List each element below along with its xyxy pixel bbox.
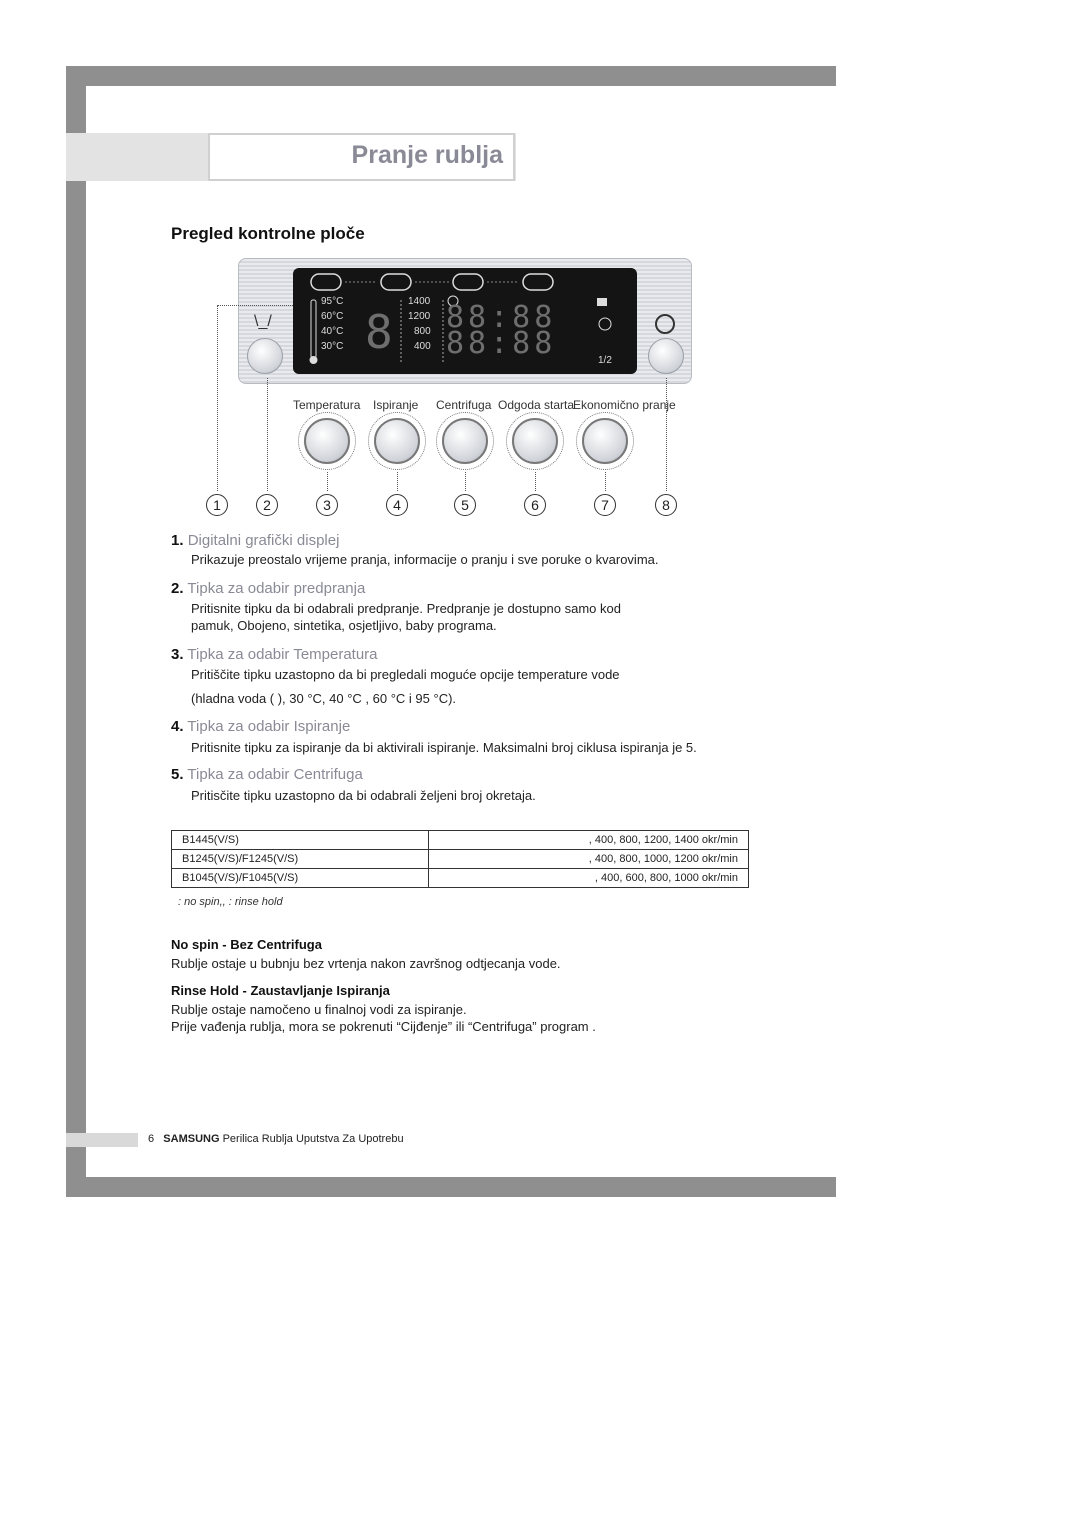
item-number: 1. bbox=[171, 532, 184, 549]
eco-wash-ring bbox=[576, 412, 634, 470]
item-heading-2: 2. Tipka za odabir predpranja bbox=[171, 580, 365, 597]
callout-6: 6 bbox=[524, 494, 546, 516]
time-digits-top: 88:88 bbox=[446, 300, 557, 335]
leader-line bbox=[217, 305, 218, 491]
delay-start-ring bbox=[506, 412, 564, 470]
table-row: B1245(V/S)/F1245(V/S) , 400, 800, 1000, … bbox=[170, 849, 749, 869]
leader-line bbox=[327, 472, 328, 491]
label-temperatura: Temperatura bbox=[293, 398, 361, 412]
rinse-hold-text: Rublje ostaje namočeno u finalnoj vodi z… bbox=[171, 1002, 467, 1017]
model-cell: B1045(V/S)/F1045(V/S) bbox=[170, 868, 430, 888]
spin-1200: 1200 bbox=[408, 311, 431, 322]
spin-ring bbox=[436, 412, 494, 470]
item-text: Pritisčite tipku uzastopno da bi odabral… bbox=[191, 788, 536, 803]
spin-800: 800 bbox=[414, 326, 431, 337]
digital-display bbox=[293, 268, 637, 374]
model-cell: B1245(V/S)/F1245(V/S) bbox=[170, 849, 430, 869]
prewash-icon: \_/ bbox=[254, 313, 272, 330]
item-title: Tipka za odabir Temperatura bbox=[187, 646, 378, 663]
time-digits-bottom: 88:88 bbox=[446, 326, 557, 361]
prewash-button[interactable] bbox=[247, 338, 283, 374]
leader-line bbox=[397, 472, 398, 491]
leader-line bbox=[666, 378, 667, 491]
display-cycle-icons bbox=[309, 273, 612, 364]
power-button[interactable] bbox=[648, 338, 684, 374]
callout-2: 2 bbox=[256, 494, 278, 516]
no-spin-text: Rublje ostaje u bubnju bez vrtenja nakon… bbox=[171, 956, 561, 971]
item-heading-1: 1. Digitalni grafički displej bbox=[171, 532, 339, 549]
title-box: Pranje rublja bbox=[208, 133, 515, 181]
eco-wash-button[interactable] bbox=[582, 418, 628, 464]
callout-7: 7 bbox=[594, 494, 616, 516]
page-title: Pranje rublja bbox=[351, 141, 503, 169]
spin-1400: 1400 bbox=[408, 296, 431, 307]
item-heading-3: 3. Tipka za odabir Temperatura bbox=[171, 646, 378, 663]
table-row: B1045(V/S)/F1045(V/S) , 400, 600, 800, 1… bbox=[170, 868, 749, 888]
rinse-button[interactable] bbox=[374, 418, 420, 464]
item-text: Pritisnite tipku za ispiranje da bi akti… bbox=[191, 740, 697, 755]
label-ispiranje: Ispiranje bbox=[373, 398, 419, 412]
speed-cell: , 400, 800, 1000, 1200 okr/min bbox=[428, 849, 749, 869]
page-frame-top bbox=[66, 66, 836, 86]
table-row: B1445(V/S) , 400, 800, 1200, 1400 okr/mi… bbox=[170, 830, 749, 850]
item-number: 2. bbox=[171, 580, 184, 597]
section-title: Pregled kontrolne ploče bbox=[171, 224, 365, 243]
delay-start-button[interactable] bbox=[512, 418, 558, 464]
item-text: Prikazuje preostalo vrijeme pranja, info… bbox=[191, 552, 659, 567]
item-number: 5. bbox=[171, 766, 184, 783]
no-spin-title: No spin - Bez Centrifuga bbox=[171, 937, 322, 952]
item-title: Tipka za odabir predpranja bbox=[187, 580, 366, 597]
callout-3: 3 bbox=[316, 494, 338, 516]
leader-line bbox=[605, 472, 606, 491]
item-title: Tipka za odabir Ispiranje bbox=[187, 718, 351, 735]
temp-60: 60°C bbox=[321, 311, 344, 322]
leader-line bbox=[535, 472, 536, 491]
legend-note: : no spin,, : rinse hold bbox=[178, 896, 283, 908]
speed-cell: , 400, 600, 800, 1000 okr/min bbox=[428, 868, 749, 888]
temperature-ring bbox=[298, 412, 356, 470]
label-centrifuga: Centrifuga bbox=[436, 398, 492, 412]
item-title: Tipka za odabir Centrifuga bbox=[187, 766, 363, 783]
spin-button[interactable] bbox=[442, 418, 488, 464]
item-text: Pritiščite tipku uzastopno da bi pregled… bbox=[191, 667, 620, 682]
page-frame-left bbox=[66, 66, 86, 1197]
item-text: pamuk, Obojeno, sintetika, osjetljivo, b… bbox=[191, 618, 497, 633]
callout-5: 5 bbox=[454, 494, 476, 516]
temp-40: 40°C bbox=[321, 326, 344, 337]
item-number: 3. bbox=[171, 646, 184, 663]
speed-cell: , 400, 800, 1200, 1400 okr/min bbox=[428, 830, 749, 850]
eco-face-icon bbox=[655, 314, 675, 334]
item-heading-4: 4. Tipka za odabir Ispiranje bbox=[171, 718, 350, 735]
page-footer: 6 SAMSUNG Perilica Rublja Uputstva Za Up… bbox=[148, 1133, 404, 1145]
rinse-hold-text: Prije vađenja rublja, mora se pokrenuti … bbox=[171, 1019, 596, 1034]
item-number: 4. bbox=[171, 718, 184, 735]
label-ekonomicno-pranje: Ekonomično pranje bbox=[573, 398, 676, 412]
item-heading-5: 5. Tipka za odabir Centrifuga bbox=[171, 766, 363, 783]
item-text: (hladna voda ( ), 30 °C, 40 °C , 60 °C i… bbox=[191, 691, 457, 706]
leader-line bbox=[465, 472, 466, 491]
temp-95: 95°C bbox=[321, 296, 344, 307]
temperature-button[interactable] bbox=[304, 418, 350, 464]
callout-4: 4 bbox=[386, 494, 408, 516]
rinse-ring bbox=[368, 412, 426, 470]
model-cell: B1445(V/S) bbox=[170, 830, 430, 850]
label-odgoda-starta: Odgoda starta bbox=[498, 398, 575, 412]
temp-30: 30°C bbox=[321, 341, 344, 352]
rinse-hold-title: Rinse Hold - Zaustavljanje Ispiranja bbox=[171, 983, 390, 998]
half-load-badge: 1/2 bbox=[598, 355, 612, 366]
item-title: Digitalni grafički displej bbox=[187, 532, 340, 549]
brand-name: SAMSUNG bbox=[163, 1133, 220, 1145]
page-frame-bottom bbox=[66, 1177, 836, 1197]
rinse-count-digit: 8 bbox=[365, 305, 397, 359]
leader-line bbox=[267, 378, 268, 491]
spin-400: 400 bbox=[414, 341, 431, 352]
footer-band bbox=[66, 1133, 138, 1147]
page-number: 6 bbox=[148, 1133, 155, 1145]
item-text: Pritisnite tipku da bi odabrali predpran… bbox=[191, 601, 621, 616]
spin-speed-table: B1445(V/S) , 400, 800, 1200, 1400 okr/mi… bbox=[170, 830, 749, 888]
callout-1: 1 bbox=[206, 494, 228, 516]
footer-text: Perilica Rublja Uputstva Za Upotrebu bbox=[222, 1133, 404, 1145]
leader-line bbox=[217, 305, 293, 306]
callout-8: 8 bbox=[655, 494, 677, 516]
